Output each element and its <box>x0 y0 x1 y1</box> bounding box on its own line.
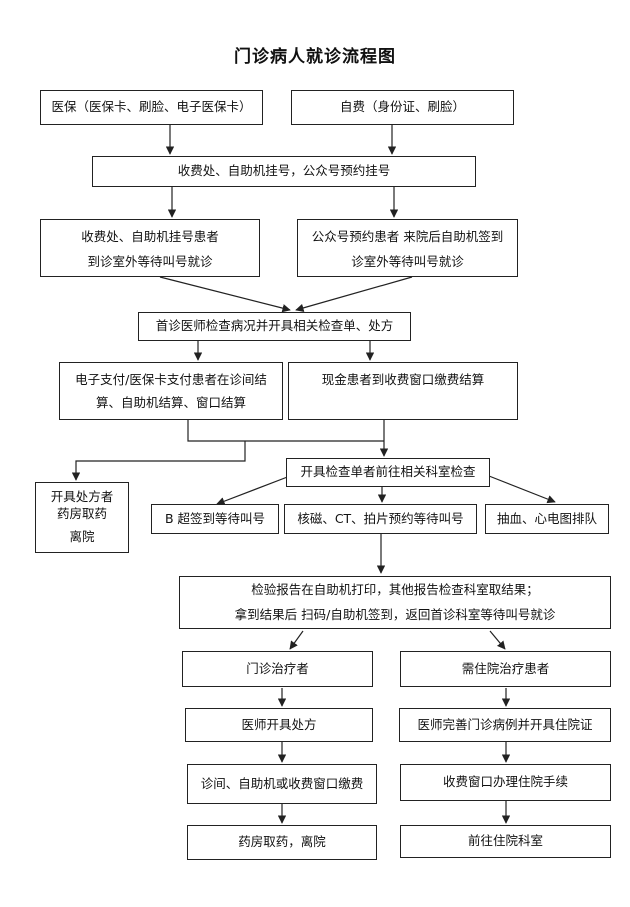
node-online-patients: 公众号预约患者 来院后自助机签到 诊室外等待叫号就诊 <box>297 219 518 277</box>
node-payment: 诊间、自助机或收费窗口缴费 <box>187 764 377 804</box>
node-ultrasound-label: B 超签到等待叫号 <box>164 510 266 526</box>
arrow-report-to-outpatient <box>289 630 304 650</box>
node-online-line2: 诊室外等待叫号就诊 <box>351 253 464 269</box>
node-inpatient-certificate: 医师完善门诊病例并开具住院证 <box>399 708 611 742</box>
node-onsite-patients: 收费处、自助机挂号患者 到诊室外等待叫号就诊 <box>40 219 260 277</box>
node-online-line1: 公众号预约患者 来院后自助机签到 <box>311 229 504 244</box>
node-inpatient-certificate-label: 医师完善门诊病例并开具住院证 <box>417 716 593 732</box>
node-onsite-line2: 到诊室外等待叫号就诊 <box>87 253 213 269</box>
node-cash-label: 现金患者到收费窗口缴费结算 <box>321 372 485 387</box>
node-pharmacy-leave-label: 药房取药，离院 <box>238 834 326 850</box>
node-pharmacy-leave: 药房取药，离院 <box>187 825 377 860</box>
arrow-report-to-inpatient <box>489 630 506 650</box>
node-ward-label: 前往住院科室 <box>467 833 543 849</box>
node-blood-ecg-label: 抽血、心电图排队 <box>496 510 597 526</box>
node-onsite-line1: 收费处、自助机挂号患者 <box>81 229 219 244</box>
node-doctor-prescription: 医师开具处方 <box>185 708 373 742</box>
arrow-exam-to-blood <box>488 475 556 504</box>
node-prescription-leave: 开具处方者 药房取药 离院 <box>35 482 129 553</box>
node-doctor-prescription-label: 医师开具处方 <box>241 716 317 732</box>
node-ward: 前往住院科室 <box>400 825 611 858</box>
node-registration-label: 收费处、自助机挂号，公众号预约挂号 <box>177 163 391 179</box>
arrow-to-prescription <box>71 441 246 481</box>
node-self-pay-label: 自费（身份证、刷脸） <box>339 99 465 115</box>
node-electronic-payment: 电子支付/医保卡支付患者在诊间结 算、自助机结算、窗口结算 <box>59 362 283 420</box>
node-admission: 收费窗口办理住院手续 <box>400 764 611 801</box>
node-first-visit: 首诊医师检查病况并开具相关检查单、处方 <box>138 312 411 341</box>
node-report-line2: 拿到结果后 扫码/自助机签到，返回首诊科室等待叫号就诊 <box>234 606 556 622</box>
node-cash-payment: 现金患者到收费窗口缴费结算 <box>288 362 518 420</box>
node-inpatient-label: 需住院治疗患者 <box>461 660 550 676</box>
node-exam-department-label: 开具检查单者前往相关科室检查 <box>300 464 476 480</box>
node-self-pay: 自费（身份证、刷脸） <box>291 90 514 125</box>
node-medical-insurance: 医保（医保卡、刷脸、电子医保卡） <box>40 90 263 125</box>
node-inpatient: 需住院治疗患者 <box>400 651 611 687</box>
node-report-line1: 检验报告在自助机打印，其他报告检查科室取结果； <box>251 581 539 597</box>
arrow-onsite-to-firstvisit <box>159 276 291 313</box>
node-electronic-line1: 电子支付/医保卡支付患者在诊间结 <box>75 372 267 387</box>
node-prescription-line3: 离院 <box>69 528 95 544</box>
arrow-exam-to-ultrasound <box>216 475 291 506</box>
node-admission-label: 收费窗口办理住院手续 <box>442 774 568 790</box>
node-payment-label: 诊间、自助机或收费窗口缴费 <box>200 775 364 791</box>
node-first-visit-label: 首诊医师检查病况并开具相关检查单、处方 <box>155 318 394 334</box>
node-report-pickup: 检验报告在自助机打印，其他报告检查科室取结果； 拿到结果后 扫码/自助机签到，返… <box>179 576 611 629</box>
page-title: 门诊病人就诊流程图 <box>234 47 396 67</box>
node-ultrasound: B 超签到等待叫号 <box>151 504 279 534</box>
node-blood-ecg: 抽血、心电图排队 <box>485 504 609 534</box>
merge-line-electronic <box>187 420 384 442</box>
node-outpatient-treatment-label: 门诊治疗者 <box>246 660 309 676</box>
node-imaging-label: 核磁、CT、拍片预约等待叫号 <box>297 510 464 526</box>
node-prescription-line1: 开具处方者 <box>50 489 114 505</box>
node-exam-department: 开具检查单者前往相关科室检查 <box>286 458 490 487</box>
node-imaging: 核磁、CT、拍片预约等待叫号 <box>284 504 477 534</box>
node-electronic-line2: 算、自助机结算、窗口结算 <box>95 394 246 410</box>
node-registration: 收费处、自助机挂号，公众号预约挂号 <box>92 156 476 187</box>
arrow-online-to-firstvisit <box>295 276 413 312</box>
node-prescription-line2: 药房取药 <box>56 506 107 522</box>
node-medical-insurance-label: 医保（医保卡、刷脸、电子医保卡） <box>51 99 252 115</box>
node-outpatient-treatment: 门诊治疗者 <box>182 651 373 687</box>
